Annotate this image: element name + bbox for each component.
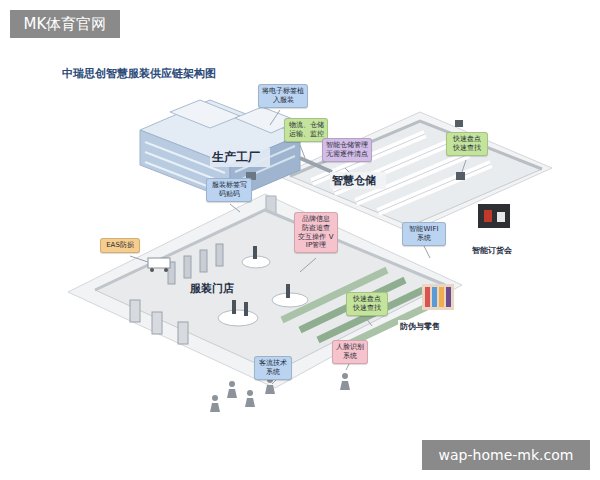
person-figure bbox=[342, 373, 348, 379]
diagram-title: 中瑞思创智慧服装供应链架构图 bbox=[62, 66, 216, 81]
warehouse bbox=[378, 164, 491, 212]
callout-text: 品牌信息 防盗追查 交互操作 VIP管理 bbox=[298, 215, 334, 250]
pavement bbox=[68, 194, 462, 388]
watermark: wap-home-mk.com bbox=[422, 440, 590, 470]
callout-bubble: 品牌信息 防盗追查 交互操作 VIP管理 bbox=[294, 212, 338, 253]
person-figure bbox=[247, 390, 253, 396]
store bbox=[286, 284, 290, 298]
photo bbox=[446, 287, 451, 307]
label-text: wap-home-mk.com bbox=[439, 447, 574, 463]
store bbox=[184, 256, 191, 278]
store bbox=[218, 310, 258, 326]
callout-text: 服装标签写码贴码 bbox=[210, 181, 248, 199]
leader-line bbox=[230, 204, 240, 212]
photo bbox=[497, 212, 505, 222]
pavement bbox=[68, 112, 552, 388]
callout-bubble: 将电子标签植入服装 bbox=[258, 84, 308, 108]
callout-text: 智能仓储管理 无需逐件清点 bbox=[326, 141, 368, 159]
label-text: MK体育官网 bbox=[24, 15, 107, 34]
store bbox=[152, 312, 162, 334]
leader-line bbox=[272, 380, 276, 384]
warehouse bbox=[455, 120, 463, 127]
leader-line bbox=[270, 110, 280, 125]
person-figure bbox=[212, 395, 218, 401]
person-figure bbox=[227, 389, 237, 398]
person-figure bbox=[210, 403, 220, 412]
label-text: 防伪与零售 bbox=[400, 322, 440, 331]
leader-line bbox=[300, 258, 316, 272]
leader-line bbox=[462, 160, 466, 172]
photo bbox=[439, 287, 444, 307]
photo bbox=[484, 210, 492, 222]
store bbox=[200, 250, 207, 272]
callout-text: 客流技术系统 bbox=[258, 359, 288, 377]
callout-text: EAS防损 bbox=[104, 241, 136, 250]
factory bbox=[170, 100, 240, 128]
callout-bubble: 智能WIFI系统 bbox=[402, 222, 446, 246]
leader-line bbox=[366, 318, 372, 326]
callout-bubble: 人脸识别系统 bbox=[332, 340, 368, 364]
leader-line bbox=[300, 145, 305, 158]
store bbox=[216, 244, 223, 266]
store bbox=[95, 210, 445, 372]
person-figure bbox=[265, 385, 275, 394]
callout-bubble: 智能仓储管理 无需逐件清点 bbox=[322, 138, 372, 162]
area-label: 生产工厂 bbox=[210, 148, 270, 167]
area-label: 服装门店 bbox=[188, 280, 244, 297]
callout-bubble: 物流、仓储运输、监控 bbox=[284, 118, 328, 142]
person-figure bbox=[245, 398, 255, 407]
label-text: 智慧仓储 bbox=[332, 174, 376, 187]
callout-bubble: EAS防损 bbox=[100, 238, 140, 253]
callout-bubble: 快速盘点 快速查找 bbox=[346, 292, 388, 316]
callout-bubble: 客流技术系统 bbox=[254, 356, 292, 380]
callout-text: 将电子标签植入服装 bbox=[262, 87, 304, 105]
callout-text: 智能WIFI系统 bbox=[406, 225, 442, 243]
callout-text: 人脸识别系统 bbox=[336, 343, 364, 361]
warehouse bbox=[378, 164, 491, 212]
area-label: 防伪与零售 bbox=[398, 320, 450, 333]
callout-bubble: 快速盘点 快速查找 bbox=[446, 132, 488, 156]
store bbox=[253, 246, 257, 259]
store bbox=[164, 268, 168, 272]
callout-text: 快速盘点 快速查找 bbox=[450, 135, 484, 153]
store bbox=[130, 300, 140, 322]
photo bbox=[432, 287, 437, 307]
callout-text: 快速盘点 快速查找 bbox=[350, 295, 384, 313]
person-figure bbox=[229, 381, 235, 387]
store bbox=[150, 268, 154, 272]
store bbox=[232, 300, 236, 314]
label-text: 服装门店 bbox=[190, 282, 234, 295]
store bbox=[244, 302, 248, 316]
photo bbox=[422, 204, 510, 310]
area-label: 智能订货会 bbox=[470, 244, 522, 257]
store bbox=[95, 210, 445, 290]
store bbox=[148, 258, 170, 268]
photo bbox=[422, 284, 454, 310]
warehouse bbox=[456, 172, 465, 180]
leader-line bbox=[130, 256, 148, 262]
photo bbox=[425, 287, 430, 307]
person-figure bbox=[340, 381, 350, 390]
store bbox=[95, 210, 445, 372]
photo bbox=[478, 204, 510, 228]
area-label: 智慧仓储 bbox=[330, 172, 386, 189]
callout-bubble: 服装标签写码贴码 bbox=[206, 178, 252, 202]
leader-line bbox=[130, 110, 466, 384]
watermark: MK体育官网 bbox=[10, 10, 120, 38]
store bbox=[178, 322, 188, 344]
leader-line bbox=[424, 246, 430, 258]
callout-text: 物流、仓储运输、监控 bbox=[288, 121, 324, 139]
label-text: 生产工厂 bbox=[212, 150, 260, 164]
label-text: 智能订货会 bbox=[472, 246, 512, 255]
